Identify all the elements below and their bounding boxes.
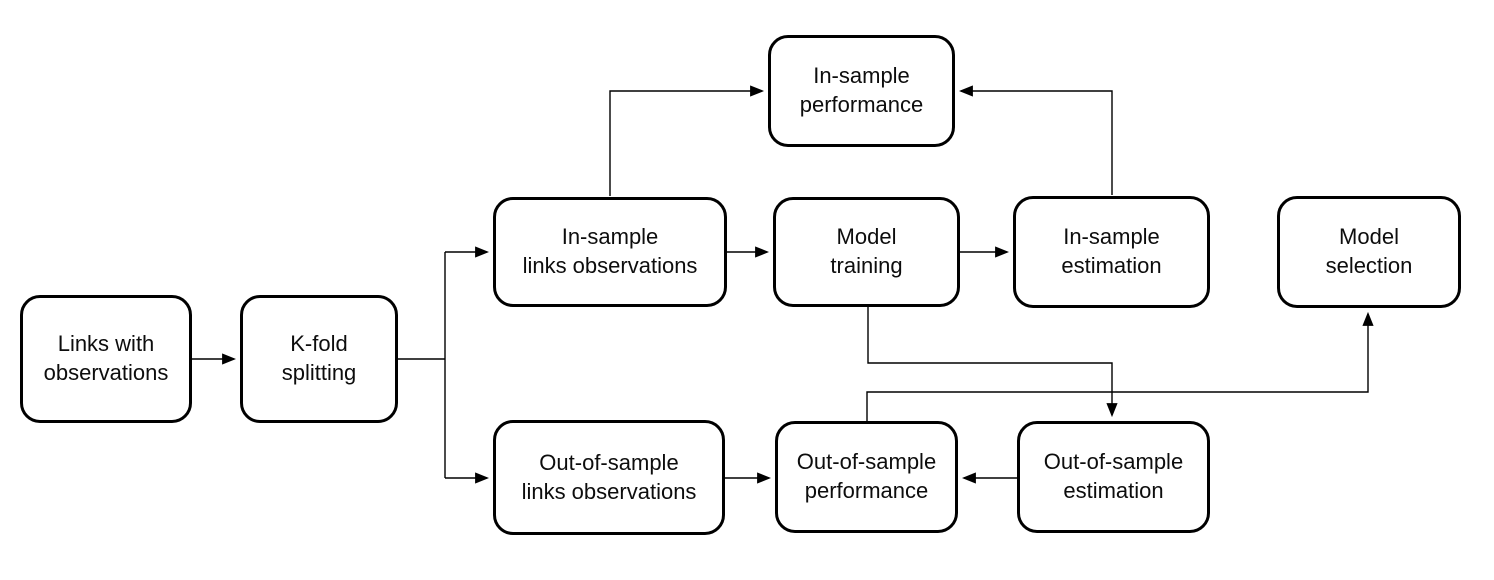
node-out-of-sample-performance: Out-of-sample performance <box>775 421 958 533</box>
node-label: Model <box>836 224 897 250</box>
node-label: Links with <box>57 331 155 357</box>
node-label: estimation <box>1063 478 1164 503</box>
node-label: training <box>830 253 903 278</box>
edge-training-to-oos-estimation <box>867 307 1118 418</box>
node-label: Model <box>1339 224 1399 250</box>
node-label: Out-of-sample <box>796 449 937 475</box>
node-label: links observations <box>522 253 698 278</box>
node-in-sample-performance: In-sample performance <box>768 35 955 147</box>
node-label: In-sample <box>813 63 910 89</box>
node-out-of-sample-links-observations: Out-of-sample links observations <box>493 420 725 535</box>
node-model-training: Model training <box>773 197 960 307</box>
edge-insample-estimation-to-performance <box>958 85 1113 195</box>
node-out-of-sample-estimation: Out-of-sample estimation <box>1017 421 1210 533</box>
node-label: In-sample <box>561 224 659 250</box>
edge-oos-performance-to-selection <box>866 311 1374 421</box>
node-label: K-fold <box>290 331 348 357</box>
node-links-with-observations: Links with observations <box>20 295 192 423</box>
node-label: performance <box>799 92 924 117</box>
node-label: links observations <box>521 478 697 504</box>
node-in-sample-estimation: In-sample estimation <box>1013 196 1210 308</box>
node-label: performance <box>804 478 929 503</box>
node-label: observations <box>43 360 169 385</box>
node-label: selection <box>1325 253 1413 278</box>
edge-insample-links-to-performance <box>609 85 765 196</box>
node-in-sample-links-observations: In-sample links observations <box>493 197 727 307</box>
node-label: In-sample <box>1063 224 1160 250</box>
node-label: Out-of-sample <box>1043 449 1184 475</box>
node-model-selection: Model selection <box>1277 196 1461 308</box>
node-k-fold-splitting: K-fold splitting <box>240 295 398 423</box>
node-label: estimation <box>1061 253 1162 278</box>
node-label: splitting <box>281 360 357 385</box>
node-label: Out-of-sample <box>539 449 679 475</box>
